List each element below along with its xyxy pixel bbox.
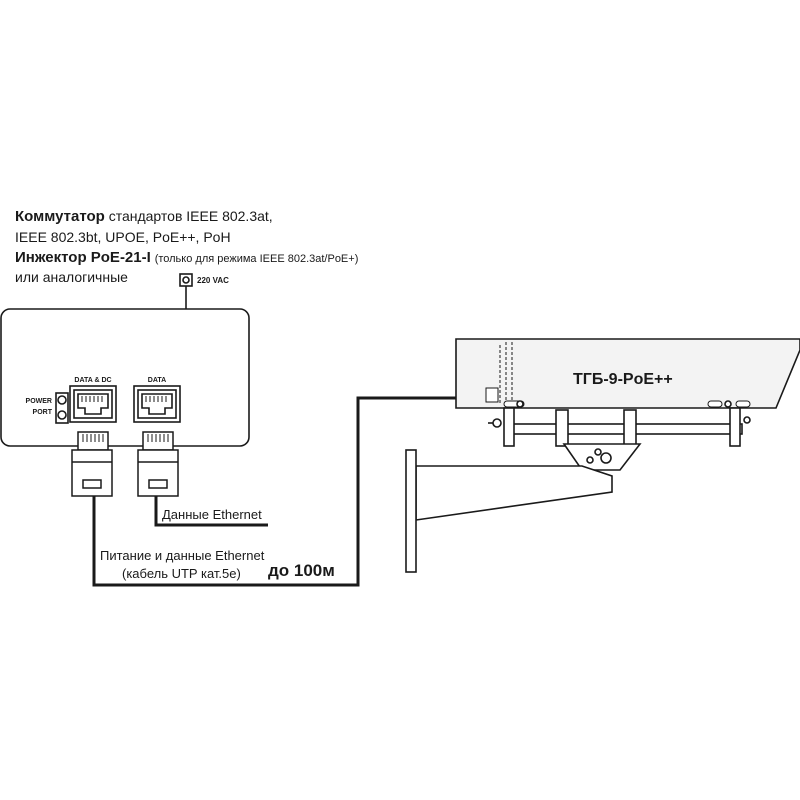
port-data-dc: [69, 385, 117, 423]
housing-label: ТГБ-9-PoE++: [573, 371, 673, 388]
housing-body: [455, 338, 800, 409]
power-port-socket-top: [57, 395, 67, 405]
port-data-dc-pins: [81, 396, 103, 402]
rj45-plug-poe: [71, 431, 113, 497]
switch-body: [0, 308, 250, 447]
or-similar: или аналогичные: [15, 269, 128, 285]
port-data-label: DATA: [148, 377, 166, 384]
cable-poe-utp: [92, 396, 490, 587]
injector-line: Инжектор PoE-21-I (только для режима IEE…: [15, 250, 358, 265]
distance-label: до 100м: [268, 561, 335, 580]
power-jack-hole: [182, 276, 190, 284]
rj45-plug-data: [137, 431, 179, 497]
port-data-jack: [141, 393, 173, 415]
wall-bracket: [405, 443, 642, 573]
switch-title: Коммутатор: [15, 208, 105, 225]
injector-title: Инжектор PoE-21-I: [15, 249, 151, 266]
port-data-pins: [145, 396, 167, 402]
cables: [92, 396, 490, 587]
power-port-label-line1: POWER: [26, 398, 52, 405]
bracket-wall-plate: [405, 449, 417, 573]
poe-cable-label-line1: Питание и данные Ethernet: [100, 548, 265, 563]
poe-cable-label-line2: (кабель UTP кат.5е): [122, 566, 241, 581]
power-port-label-line2: PORT: [33, 409, 53, 416]
port-data-dc-inner: [73, 389, 113, 419]
camera-housing: [455, 338, 800, 447]
cable-ethernet-data: [154, 496, 268, 527]
switch-device: [0, 273, 250, 447]
power-jack-label: 220 VAC: [197, 276, 229, 285]
port-data-dc-label: DATA & DC: [74, 377, 111, 384]
switch-line: Коммутатор стандартов IEEE 802.3at,: [15, 209, 273, 224]
power-port-socket-bottom: [57, 410, 67, 420]
ethernet-data-label: Данные Ethernet: [162, 507, 262, 522]
port-data: [133, 385, 181, 423]
power-port: [55, 392, 69, 424]
port-data-inner: [137, 389, 177, 419]
switch-standards-line1: стандартов IEEE 802.3at,: [108, 208, 273, 224]
switch-standards-line2: IEEE 802.3bt, UPOE, PoE++, PoH: [15, 229, 231, 245]
power-jack: [179, 273, 193, 287]
port-data-dc-jack: [77, 393, 109, 415]
bracket-arm: [415, 465, 613, 521]
injector-note: (только для режима IEEE 802.3at/PoE+): [154, 253, 359, 265]
